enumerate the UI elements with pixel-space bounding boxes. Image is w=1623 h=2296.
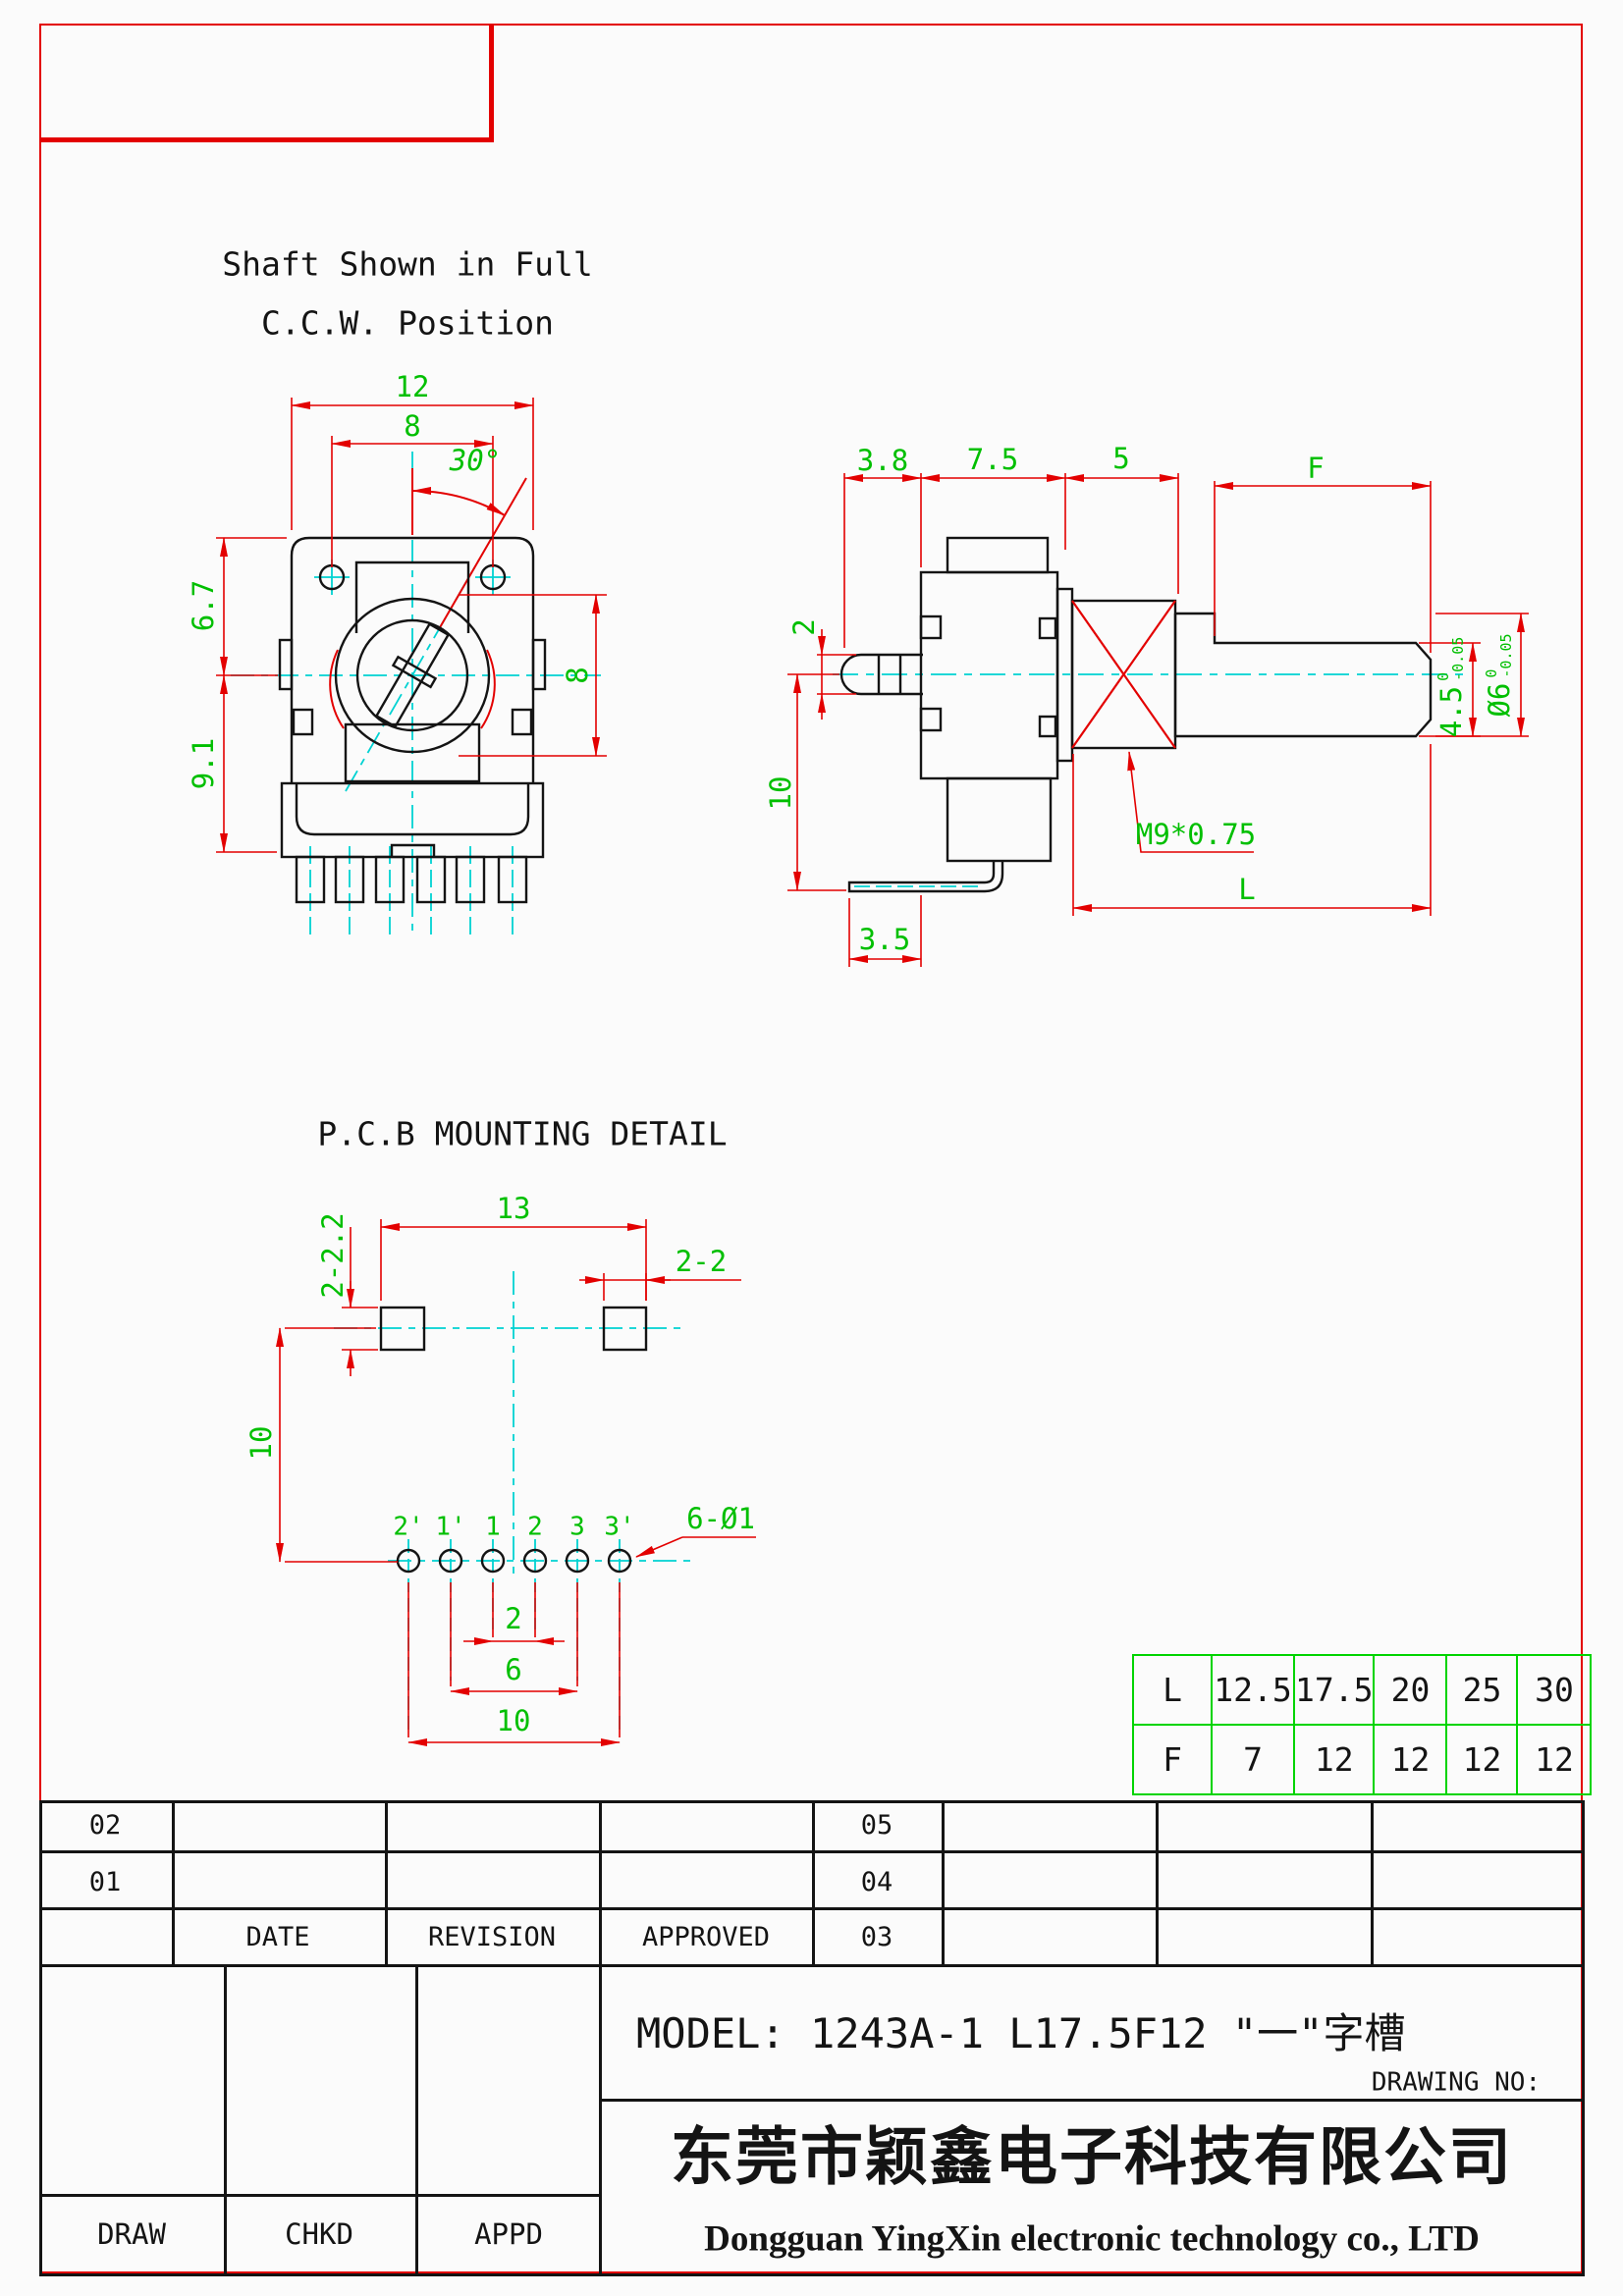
lf-cell: F bbox=[1132, 1724, 1213, 1795]
title-block-line bbox=[1371, 1800, 1374, 1967]
dim-front-rotor: 8 bbox=[560, 667, 594, 684]
rev-num-02: 02 bbox=[88, 1809, 122, 1841]
title-block-line bbox=[39, 2194, 602, 2197]
dim-front-height-top: 6.7 bbox=[186, 579, 220, 632]
dia-tolerance: 0-0.05 bbox=[1483, 633, 1515, 678]
rev-num-03: 03 bbox=[860, 1921, 893, 1952]
dim-pcb-row-offset: 10 bbox=[243, 1425, 278, 1461]
pin-label-2p: 2' bbox=[393, 1512, 424, 1542]
header-date: DATE bbox=[245, 1921, 310, 1952]
dim-side-tab: 3.8 bbox=[856, 443, 909, 477]
dia-value: Ø6 bbox=[1482, 682, 1516, 718]
table-row-f: F 7 12 12 12 12 bbox=[1132, 1724, 1593, 1795]
title-block-line bbox=[812, 1800, 815, 1967]
lf-cell: 25 bbox=[1445, 1654, 1519, 1726]
front-view-title-line2: C.C.W. Position bbox=[260, 303, 555, 343]
sign-appd-label: APPD bbox=[474, 2216, 543, 2251]
flat-value: 4.5 bbox=[1434, 685, 1468, 738]
corner-stamp-box bbox=[39, 24, 494, 142]
pin-label-3: 3 bbox=[569, 1512, 585, 1542]
pcb-mounting-detail bbox=[276, 1219, 756, 1746]
pin-label-1p: 1' bbox=[435, 1512, 466, 1542]
lf-cell: 12 bbox=[1373, 1724, 1448, 1795]
title-block-line bbox=[224, 1964, 227, 2273]
title-block-line bbox=[599, 1800, 602, 2273]
dim-side-total-length: L bbox=[1238, 872, 1256, 906]
sheet-frame bbox=[39, 24, 1583, 2273]
title-block-line bbox=[172, 1800, 175, 1967]
title-block-line bbox=[942, 1800, 945, 1967]
rev-num-04: 04 bbox=[860, 1866, 893, 1897]
lf-cell: L bbox=[1132, 1654, 1213, 1726]
side-view bbox=[787, 473, 1529, 967]
dim-pcb-mount-span: 13 bbox=[496, 1191, 531, 1225]
dim-front-angle: 30° bbox=[449, 443, 502, 477]
dim-pcb-mount-hole-h: 2-2 bbox=[675, 1244, 728, 1278]
dim-front-width-outer: 12 bbox=[395, 369, 430, 403]
lf-cell: 12 bbox=[1516, 1724, 1593, 1795]
sign-chkd-label: CHKD bbox=[285, 2216, 353, 2251]
lf-cell: 30 bbox=[1516, 1654, 1593, 1726]
dim-side-body: 7.5 bbox=[966, 442, 1019, 476]
front-view-title-line1: Shaft Shown in Full bbox=[222, 244, 593, 284]
lf-cell: 17.5 bbox=[1292, 1654, 1376, 1726]
model-line: MODEL: 1243A-1 L17.5F12 "一"字槽 bbox=[636, 2008, 1406, 2057]
title-block-line bbox=[385, 1800, 388, 1967]
pin-label-1: 1 bbox=[485, 1512, 501, 1542]
title-block-line bbox=[415, 1964, 418, 2273]
title-block-line bbox=[599, 2099, 1585, 2102]
sign-draw-label: DRAW bbox=[97, 2216, 166, 2251]
thread-callout: M9*0.75 bbox=[1135, 817, 1257, 851]
header-approved: APPROVED bbox=[641, 1921, 771, 1952]
flat-tolerance: 0-0.05 bbox=[1434, 636, 1467, 681]
lf-option-table: L 12.5 17.5 20 25 30 F 7 12 12 12 12 bbox=[1132, 1654, 1593, 1795]
dim-pcb-pitch: 2 bbox=[505, 1601, 522, 1635]
dim-side-tab-thickness: 2 bbox=[786, 618, 821, 636]
dim-side-bushing: 5 bbox=[1112, 441, 1130, 475]
dim-front-width-holes: 8 bbox=[404, 408, 421, 443]
lf-cell: 12.5 bbox=[1211, 1654, 1295, 1726]
rev-num-01: 01 bbox=[88, 1866, 122, 1897]
dim-side-foot-drop: 10 bbox=[763, 775, 797, 811]
header-revision: REVISION bbox=[427, 1921, 557, 1952]
lf-cell: 12 bbox=[1292, 1724, 1376, 1795]
company-name-en: Dongguan YingXin electronic technology c… bbox=[704, 2218, 1480, 2260]
dim-shaft-diameter: Ø6 0-0.05 bbox=[1482, 633, 1516, 718]
dim-side-flat-length: F bbox=[1307, 451, 1325, 485]
table-row-l: L 12.5 17.5 20 25 30 bbox=[1132, 1654, 1593, 1726]
title-block-line bbox=[1156, 1800, 1159, 1967]
dim-shaft-flat-height: 4.5 0-0.05 bbox=[1434, 636, 1468, 738]
pin-label-3p: 3' bbox=[604, 1512, 635, 1542]
pcb-hole-callout: 6-Ø1 bbox=[686, 1501, 755, 1535]
rev-num-05: 05 bbox=[860, 1809, 893, 1841]
dim-front-height-bottom: 9.1 bbox=[186, 737, 220, 790]
dim-pcb-span-outer: 10 bbox=[496, 1703, 531, 1737]
drawing-no-label: DRAWING NO: bbox=[1371, 2067, 1542, 2098]
lf-cell: 7 bbox=[1211, 1724, 1295, 1795]
dim-side-foot-offset: 3.5 bbox=[858, 922, 911, 956]
dim-pcb-span-inner: 6 bbox=[505, 1652, 522, 1686]
company-name-cn: 东莞市颖鑫电子科技有限公司 bbox=[671, 2120, 1513, 2195]
pin-label-2: 2 bbox=[527, 1512, 543, 1542]
pcb-detail-title: P.C.B MOUNTING DETAIL bbox=[317, 1114, 728, 1153]
lf-cell: 12 bbox=[1445, 1724, 1519, 1795]
front-view bbox=[216, 398, 607, 934]
dim-pcb-mount-hole-v: 2-2.2 bbox=[315, 1212, 350, 1299]
lf-cell: 20 bbox=[1373, 1654, 1448, 1726]
